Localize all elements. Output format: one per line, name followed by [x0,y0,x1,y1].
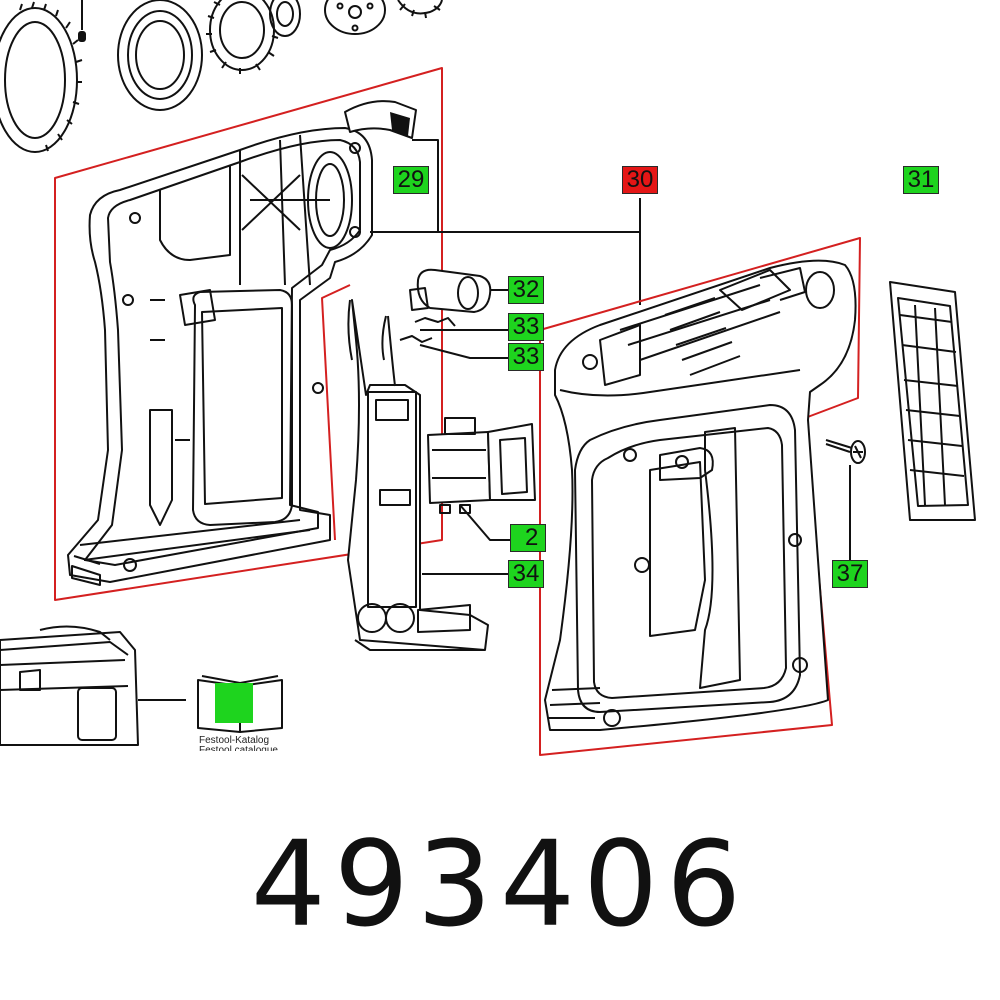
callout-33a[interactable]: 33 [508,313,544,341]
direction-switch [409,268,492,313]
exploded-parts-diagram [0,0,976,756]
open-book-icon [197,675,283,733]
gear-partial [397,0,443,15]
callout-37[interactable]: 37 [832,560,868,588]
leader-line-29 [370,139,641,305]
callout-32[interactable]: 32 [508,276,544,304]
catalog-caption-en: Festool catalogue [199,745,278,751]
disc-part [324,0,386,35]
battery-pack [0,625,186,746]
spring-upper [414,317,456,327]
callout-33b[interactable]: 33 [508,343,544,371]
clutch-ring [117,0,203,111]
callout-31[interactable]: 31 [903,166,939,194]
callout-30[interactable]: 30 [622,166,658,194]
part-number: 493406 [250,815,750,953]
housing-left-outline [54,67,443,601]
screw-part [825,439,866,464]
small-ring [269,0,301,37]
housing-left-half [67,127,373,586]
contact-plate [889,281,976,521]
contact-block [427,417,536,514]
switch-module [347,299,489,651]
callout-29[interactable]: 29 [393,166,429,194]
chuck-ring-large [0,1,83,153]
catalog-caption-de: Festool-Katalog [199,735,270,746]
gear-ring [206,0,279,74]
spring-lower [399,335,433,343]
callout-34[interactable]: 34 [508,560,544,588]
housing-right-half [544,259,857,731]
callout-2[interactable]: 2 [510,524,546,552]
electronics-outline [321,284,351,541]
